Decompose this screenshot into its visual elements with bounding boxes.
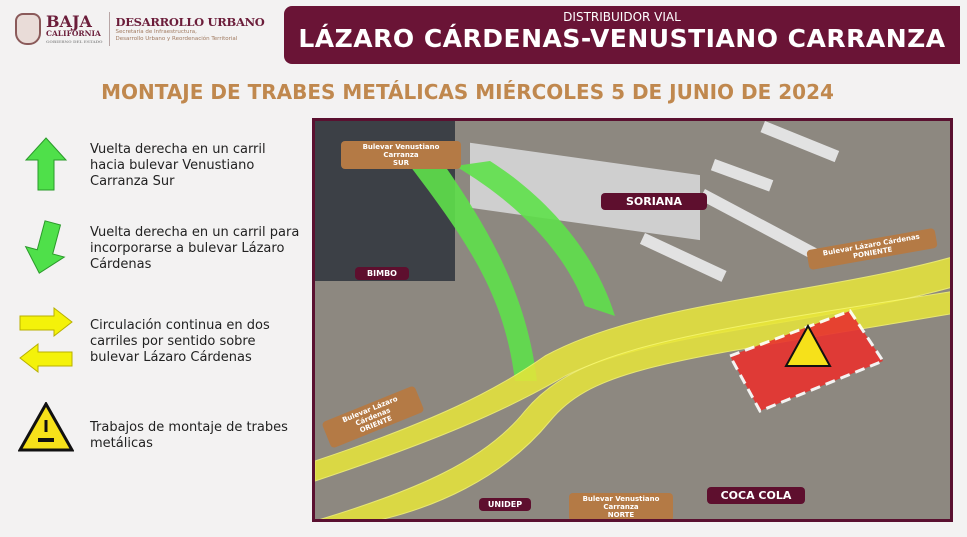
label-bimbo: BIMBO [355,267,409,280]
logo-california: CALIFORNIA [46,29,101,39]
legend-text: Vuelta derecha en un carril hacia buleva… [90,142,266,189]
legend-text: Trabajos de montaje de trabes metálicas [90,420,288,451]
logo-caption: GOBIERNO DEL ESTADO [46,38,103,44]
dept-name: DESARROLLO URBANO [115,15,265,30]
legend-text: Circulación continua en dos carriles por… [90,318,270,365]
dept-sub2: Desarrollo Urbano y Reordenación Territo… [115,36,238,42]
dept-sub1: Secretaría de Infraestructura, [115,29,197,36]
green-route-up [455,161,615,316]
label-soriana: SORIANA [601,193,707,210]
state-seal-icon [15,13,41,45]
label-unidep: UNIDEP [479,498,531,511]
label-coca-cola: COCA COLA [707,487,805,504]
yellow-bidirectional-arrows-icon [19,306,73,374]
map-drawing [315,121,950,519]
legend-text: Vuelta derecha en un carril para incorpo… [90,225,300,272]
green-arrow-down-icon [24,220,66,274]
warning-crane-icon [18,402,74,452]
logo-baja: BAJA [46,12,92,32]
green-route-down [410,166,537,381]
warning-crane-icon [784,323,832,367]
title-banner: DISTRIBUIDOR VIAL LÁZARO CÁRDENAS-VENUST… [284,6,960,64]
yellow-route-north [315,257,950,482]
green-arrow-up-icon [24,137,68,191]
banner-title: LÁZARO CÁRDENAS-VENUSTIANO CARRANZA [298,24,946,53]
logo-divider [108,12,110,46]
page-title: MONTAJE DE TRABES METÁLICAS MIÉRCOLES 5 … [101,80,834,104]
yellow-route-south [319,291,950,519]
banner-subtitle: DISTRIBUIDOR VIAL [563,10,681,24]
